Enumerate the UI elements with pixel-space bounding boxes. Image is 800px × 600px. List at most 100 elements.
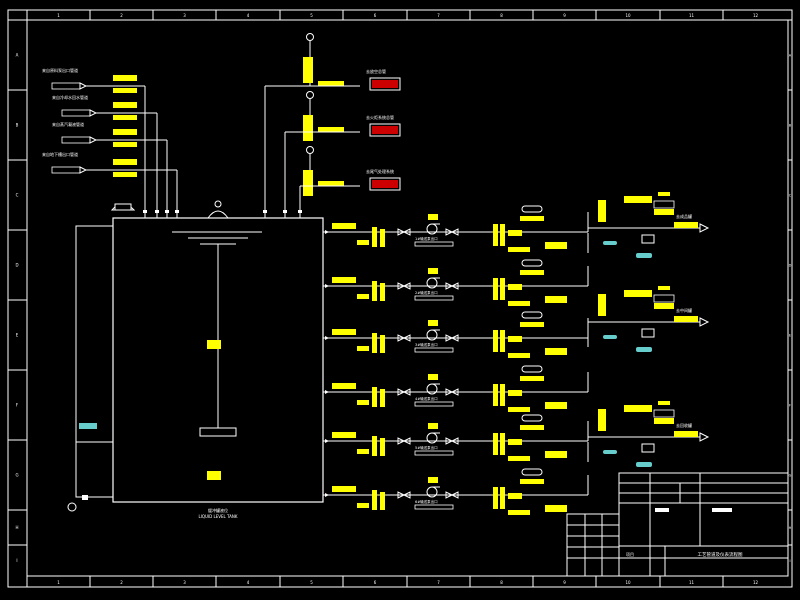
- inlet-line-2: 来自冷却水回水管道: [52, 94, 159, 218]
- border-label-top: 3: [183, 13, 186, 18]
- border-label-left: A: [16, 53, 19, 58]
- outlet-line-number: [674, 431, 698, 437]
- instrument-tag: [508, 439, 522, 445]
- tank-inner-tag: [207, 340, 221, 349]
- nozzle-valve: [298, 210, 302, 213]
- level-gauge-float: [199, 427, 237, 437]
- outlet-tag-box: [653, 200, 675, 209]
- inlet-arrow-icon: [79, 166, 88, 174]
- border-label-top: 10: [625, 13, 631, 18]
- flow-tag: [545, 296, 567, 303]
- border-label-right: B: [789, 124, 792, 128]
- flow-meter-icon: [603, 450, 617, 454]
- tank-inner-tag-2: [207, 471, 221, 480]
- border-label-right: A: [789, 54, 792, 58]
- control-valve-bubble: [521, 311, 543, 319]
- vertical-tag-4: [500, 330, 505, 352]
- tank-caption-line1: 缓冲罐液位: [208, 507, 228, 513]
- pump-row-1: 1#输送泵出口: [323, 205, 589, 252]
- outlet-small-tag: [658, 401, 670, 405]
- flow-arrow-icon: [325, 336, 329, 340]
- border-label-bottom: 8: [500, 580, 503, 585]
- vent-line-number: [318, 127, 344, 132]
- outlet-tag-yellow: [654, 418, 674, 424]
- border-label-top: 8: [500, 13, 503, 18]
- inlet-tag-top: [113, 129, 137, 135]
- inlet-arrow-icon: [89, 136, 98, 144]
- flow-tag: [545, 242, 567, 249]
- inlet-tag-top: [113, 159, 137, 165]
- border-label-bottom: 2: [120, 580, 123, 585]
- inlet-caption: 来自地下槽出口管道: [42, 151, 78, 157]
- vertical-tag-4: [500, 278, 505, 300]
- vertical-tag-3: [493, 224, 498, 246]
- check-valve-icon: [445, 334, 459, 342]
- border-label-left: E: [16, 333, 19, 338]
- check-valve-icon: [445, 437, 459, 445]
- border-label-top: 4: [247, 13, 250, 18]
- vertical-tag-2: [380, 283, 385, 301]
- inlet-line-number: [61, 136, 91, 144]
- line-number-tag: [332, 486, 356, 492]
- pump-lines: 1#输送泵出口2#输送泵出口3#输送泵出口4#输送泵出口5#输送泵出口6#输送泵…: [323, 205, 589, 515]
- vent-caption: 去尾气处理系统: [366, 168, 394, 174]
- pump-spec-box: [414, 401, 454, 407]
- pump-spec-box: [414, 347, 454, 353]
- vent-destination-box: [369, 77, 401, 91]
- outlet-tag-box: [653, 409, 675, 418]
- inlet-line-3: 来自蒸汽凝液管道: [52, 121, 169, 218]
- outlet-top-tag: [624, 196, 652, 203]
- outlet-tag-yellow: [654, 303, 674, 309]
- instrument-tag: [508, 493, 522, 499]
- pump-row-2: 2#输送泵出口: [323, 259, 589, 306]
- control-valve-icon: [641, 443, 655, 453]
- vent-line-3: 去尾气处理系统: [298, 146, 401, 218]
- inlet-caption: 来自蒸汽凝液管道: [52, 121, 84, 127]
- flow-meter-icon-2: [636, 347, 652, 352]
- border-label-top: 12: [753, 13, 759, 18]
- tank-manhole: [110, 203, 136, 211]
- nozzle-valve: [143, 210, 147, 213]
- flow-arrow-icon: [325, 493, 329, 497]
- border-label-right: H: [789, 526, 792, 530]
- small-tag: [357, 294, 369, 299]
- inlet-arrow-icon: [79, 82, 88, 90]
- drain-valve: [82, 495, 88, 500]
- outlet-vertical-tag: [598, 294, 606, 316]
- flow-indicator-tag: [520, 216, 544, 221]
- border-label-bottom: 12: [753, 580, 759, 585]
- level-gauge-indicator: [79, 423, 97, 429]
- vertical-tag-3: [493, 330, 498, 352]
- outlet-arrow-icon: [699, 432, 710, 442]
- border-label-bottom: 7: [437, 580, 440, 585]
- border-label-top: 2: [120, 13, 123, 18]
- tank-body: [112, 217, 324, 503]
- check-valve-icon: [445, 282, 459, 290]
- pump-spec-box: [414, 295, 454, 301]
- outlet-line-2: 去中间罐: [587, 286, 710, 352]
- check-valve-icon: [445, 228, 459, 236]
- pump-tag: [428, 477, 438, 483]
- control-valve-bubble: [521, 365, 543, 373]
- vertical-tag-2: [380, 492, 385, 510]
- small-tag: [357, 400, 369, 405]
- nozzle-valve: [175, 210, 179, 213]
- inlet-line-4: 来自地下槽出口管道: [42, 151, 179, 218]
- vent-tag-vertical: [303, 170, 313, 196]
- flow-tag: [545, 348, 567, 355]
- vent-tag-vertical: [303, 57, 313, 83]
- inlet-caption: 来自原料泵出口管道: [42, 67, 78, 73]
- flow-indicator-tag: [520, 479, 544, 484]
- flow-tag: [545, 451, 567, 458]
- inlet-line-number: [51, 82, 81, 90]
- vertical-tag-2: [380, 229, 385, 247]
- inlet-tag-bottom: [113, 88, 137, 93]
- title-block-mark: [655, 508, 669, 512]
- inlet-caption: 来自冷却水回水管道: [52, 94, 88, 100]
- inlet-tag-top: [113, 102, 137, 108]
- line-number-tag-2: [508, 407, 530, 412]
- vertical-tag-3: [493, 384, 498, 406]
- pump-caption: 5#输送泵出口: [415, 445, 438, 450]
